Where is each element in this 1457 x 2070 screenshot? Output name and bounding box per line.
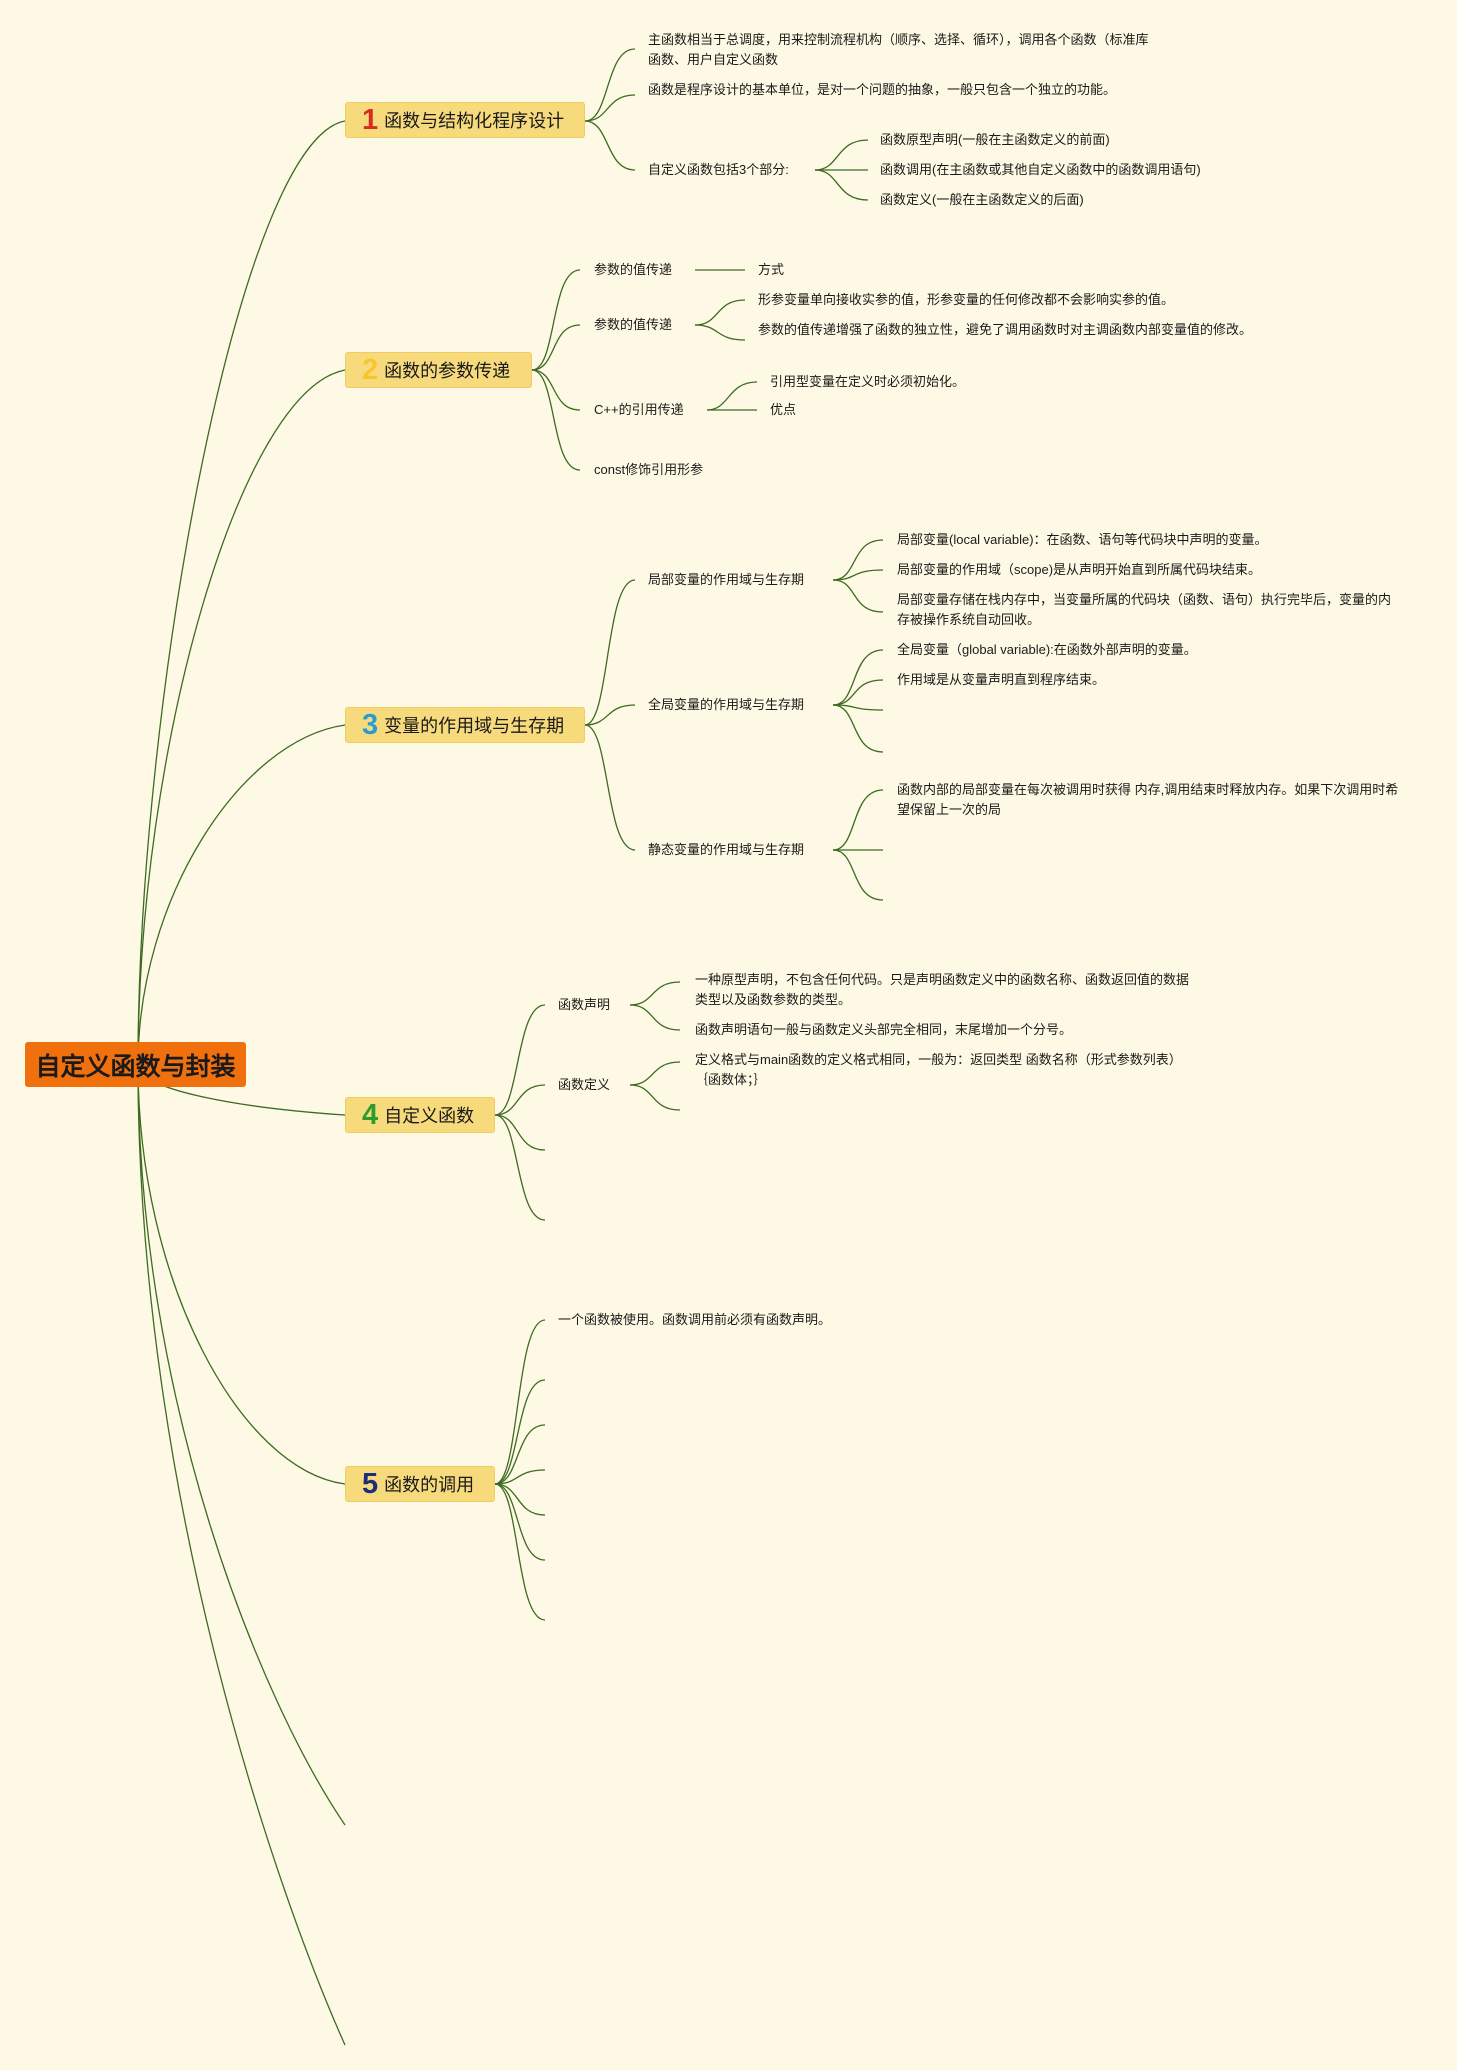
- t4-decl-prototype[interactable]: 一种原型声明，不包含任何代码。只是声明函数定义中的函数名称、函数返回值的数据类型…: [695, 972, 1190, 1007]
- topic-label: 函数的调用: [384, 1475, 475, 1495]
- topic-custom-function[interactable]: 4 自定义函数: [345, 1097, 495, 1133]
- topic-label: 变量的作用域与生存期: [384, 716, 565, 736]
- topic-number: 4: [362, 1098, 379, 1131]
- t2-child-const-reference[interactable]: const修饰引用形参: [594, 462, 704, 477]
- topic-scope-lifetime[interactable]: 3 变量的作用域与生存期: [345, 707, 585, 743]
- topic-number: 3: [362, 708, 379, 741]
- t2-c-must-init[interactable]: 引用型变量在定义时必须初始化。: [770, 374, 966, 389]
- t2-child-value-passing-a[interactable]: 参数的值传递: [594, 262, 673, 277]
- t3-local-stack[interactable]: 局部变量存储在栈内存中，当变量所属的代码块（函数、语句）执行完毕后，变量的内存被…: [897, 592, 1392, 627]
- t3-child-static[interactable]: 静态变量的作用域与生存期: [648, 842, 805, 857]
- t2-b-one-way[interactable]: 形参变量单向接收实参的值，形参变量的任何修改都不会影响实参的值。: [758, 292, 1175, 307]
- t3-global-definition[interactable]: 全局变量（global variable):在函数外部声明的变量。: [897, 642, 1197, 657]
- topic-label: 函数的参数传递: [384, 361, 511, 381]
- t3-child-local[interactable]: 局部变量的作用域与生存期: [648, 572, 805, 587]
- t2-c-advantages[interactable]: 优点: [770, 402, 797, 417]
- t4-def-format[interactable]: 定义格式与main函数的定义格式相同，一般为：返回类型 函数名称（形式参数列表）…: [695, 1052, 1182, 1087]
- t1-child-basic-unit[interactable]: 函数是程序设计的基本单位，是对一个问题的抽象，一般只包含一个独立的功能。: [648, 82, 1117, 97]
- t1-child-main-function[interactable]: 主函数相当于总调度，用来控制流程机构（顺序、选择、循环），调用各个函数（标准库函…: [648, 32, 1149, 67]
- topic-label: 自定义函数: [384, 1106, 475, 1126]
- root-topic[interactable]: 自定义函数与封装: [25, 1042, 246, 1087]
- t3-global-scope[interactable]: 作用域是从变量声明直到程序结束。: [897, 672, 1106, 687]
- t2-a-method[interactable]: 方式: [758, 262, 785, 277]
- t3-local-definition[interactable]: 局部变量(local variable)：在函数、语句等代码块中声明的变量。: [897, 532, 1268, 547]
- topic-structured-programming[interactable]: 1 函数与结构化程序设计: [345, 102, 585, 138]
- t4-child-definition[interactable]: 函数定义: [558, 1077, 611, 1092]
- topic-number: 1: [362, 103, 379, 136]
- t1-part-definition[interactable]: 函数定义(一般在主函数定义的后面): [880, 192, 1084, 207]
- t1-part-call[interactable]: 函数调用(在主函数或其他自定义函数中的函数调用语句): [880, 162, 1201, 177]
- topic-number: 2: [362, 353, 379, 386]
- t3-static-memory[interactable]: 函数内部的局部变量在每次被调用时获得 内存,调用结束时释放内存。如果下次调用时希…: [897, 782, 1399, 817]
- t4-child-declaration[interactable]: 函数声明: [558, 997, 611, 1012]
- topic-function-call[interactable]: 5 函数的调用: [345, 1466, 495, 1502]
- t3-child-global[interactable]: 全局变量的作用域与生存期: [648, 697, 805, 712]
- t5-child-call-rule[interactable]: 一个函数被使用。函数调用前必须有函数声明。: [558, 1312, 832, 1327]
- t1-part-prototype[interactable]: 函数原型声明(一般在主函数定义的前面): [880, 132, 1110, 147]
- t2-child-reference-passing[interactable]: C++的引用传递: [594, 402, 684, 417]
- topic-label: 函数与结构化程序设计: [384, 111, 565, 131]
- t3-local-scope[interactable]: 局部变量的作用域（scope)是从声明开始直到所属代码块结束。: [897, 562, 1262, 577]
- t4-decl-semicolon[interactable]: 函数声明语句一般与函数定义头部完全相同，末尾增加一个分号。: [695, 1022, 1073, 1037]
- topic-number: 5: [362, 1467, 379, 1500]
- t2-child-value-passing-b[interactable]: 参数的值传递: [594, 317, 673, 332]
- t1-child-three-parts[interactable]: 自定义函数包括3个部分:: [648, 162, 789, 177]
- topic-parameter-passing[interactable]: 2 函数的参数传递: [345, 352, 532, 388]
- t2-b-independence[interactable]: 参数的值传递增强了函数的独立性，避免了调用函数时对主调函数内部变量值的修改。: [758, 322, 1253, 337]
